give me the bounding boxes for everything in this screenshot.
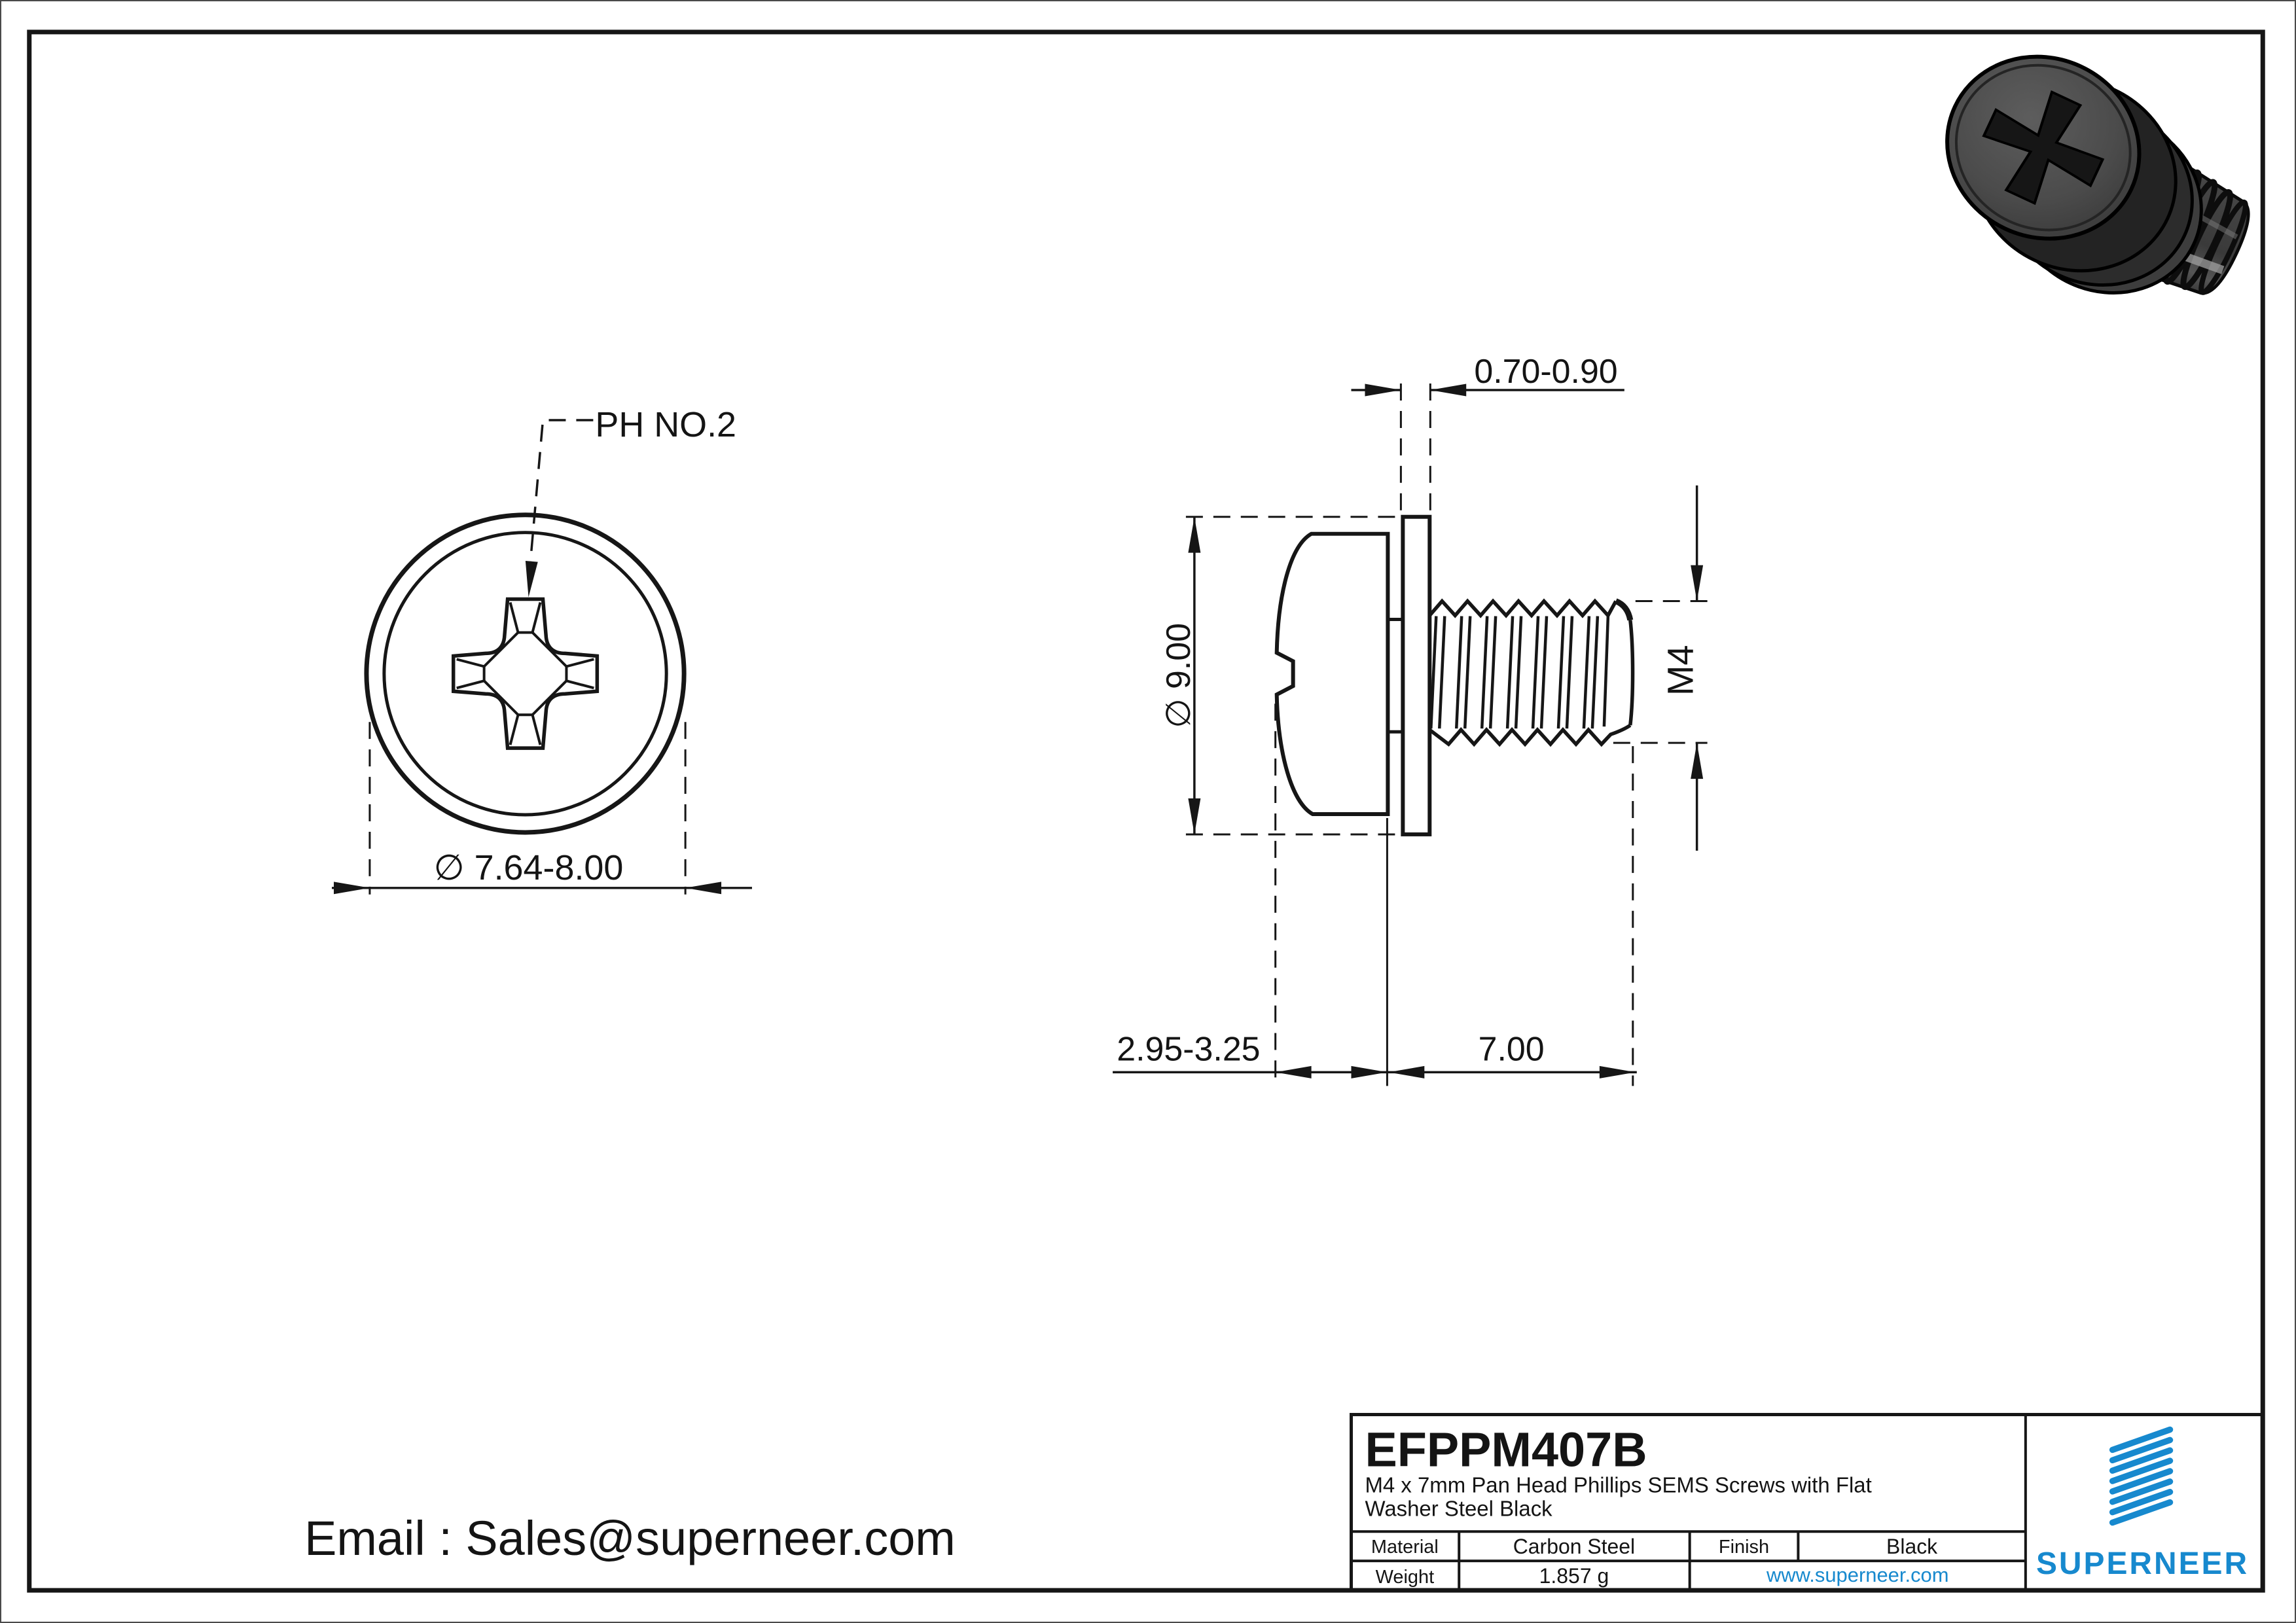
washer-thickness-dimension — [1351, 383, 1624, 512]
head-diameter-label: ∅ 7.64-8.00 — [434, 848, 624, 887]
front-view — [332, 419, 752, 895]
finish-value: Black — [1886, 1535, 1938, 1558]
contact-email-text: Email : Sales@superneer.com — [304, 1511, 956, 1565]
brand-logo-stripes-icon — [2109, 1426, 2174, 1526]
sheet-border — [27, 29, 2265, 1593]
head-diameter-dimension — [332, 722, 752, 895]
washer-outline-circle — [364, 512, 687, 835]
head-height-dimension — [1113, 704, 1388, 1086]
drive-leader-line — [528, 419, 594, 569]
description-line2: Washer Steel Black — [1365, 1496, 1552, 1520]
thread-profile — [1428, 598, 1635, 747]
shank-neck-lines — [1388, 617, 1403, 734]
weight-label: Weight — [1376, 1567, 1435, 1588]
weight-value: 1.857 g — [1539, 1564, 1609, 1588]
flat-washer-profile — [1401, 514, 1432, 836]
product-photo-screw-3d — [1945, 54, 2250, 295]
brand-name: SUPERNEER — [2036, 1546, 2249, 1581]
finish-label: Finish — [1719, 1537, 1769, 1558]
head-height-label: 2.95-3.25 — [1117, 1030, 1260, 1068]
head-outline-circle — [382, 531, 668, 817]
thread-size-label: M4 — [1660, 645, 1701, 696]
drive-label: PH NO.2 — [595, 405, 736, 444]
material-label: Material — [1371, 1537, 1439, 1558]
dimension-arrowheads — [334, 383, 1704, 1079]
website-link: www.superneer.com — [1766, 1563, 1949, 1586]
head-profile — [1274, 531, 1390, 816]
thread-length-label: 7.00 — [1479, 1030, 1545, 1068]
washer-diameter-dimension — [1185, 516, 1403, 836]
title-block-border — [1350, 1413, 2264, 1592]
side-view — [334, 383, 1708, 1086]
part-number: EFPPM407B — [1365, 1422, 1647, 1476]
material-value: Carbon Steel — [1513, 1535, 1635, 1558]
title-block — [1350, 1413, 2264, 1592]
description-line1: M4 x 7mm Pan Head Phillips SEMS Screws w… — [1365, 1472, 1871, 1497]
screw-3d-phillips-cross-icon — [1982, 90, 2105, 205]
washer-thickness-label: 0.70-0.90 — [1474, 353, 1617, 391]
washer-diameter-label: ∅ 9.00 — [1160, 623, 1198, 728]
phillips-cross-icon — [451, 597, 600, 750]
